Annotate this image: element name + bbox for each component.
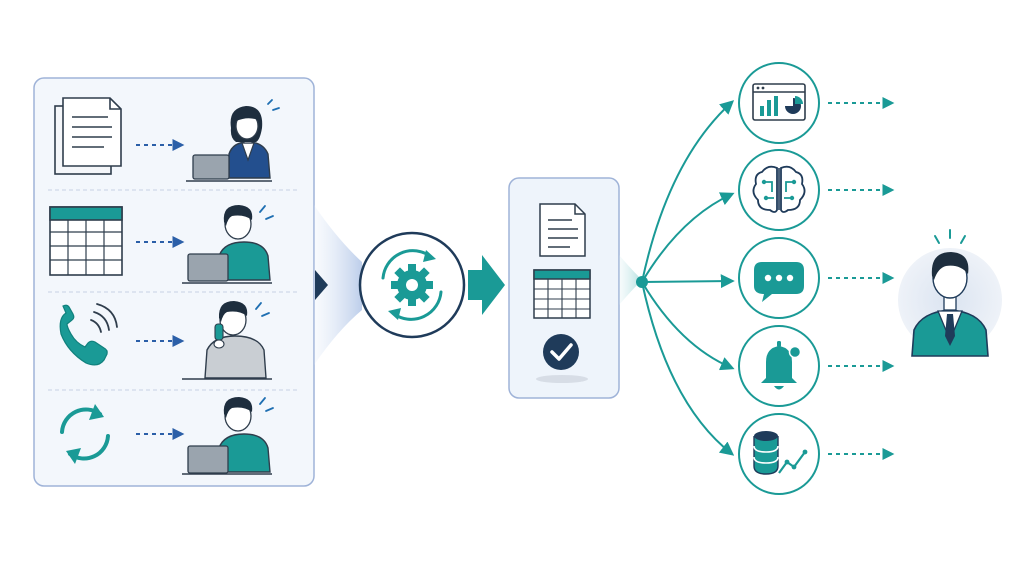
analytics-dashboard-icon <box>738 62 820 144</box>
business-manager-icon <box>898 229 1002 357</box>
brain-ai-icon <box>738 149 820 231</box>
database-trend-icon <box>738 413 820 495</box>
output-fan <box>619 255 642 305</box>
office-worker-man <box>182 397 274 475</box>
funnel-arrow <box>315 270 328 300</box>
check-icon <box>536 334 588 383</box>
spreadsheet-icon <box>533 269 591 319</box>
notification-bell-icon <box>738 325 820 407</box>
office-worker-man <box>182 205 274 284</box>
worker-on-phone <box>182 301 272 380</box>
process-output-arrow <box>468 255 505 315</box>
documents-icon <box>54 97 122 175</box>
distribution-arrows <box>641 100 735 456</box>
phone-call-icon <box>59 303 118 366</box>
sync-icon <box>60 404 110 464</box>
automation-gear-icon <box>358 231 466 339</box>
spreadsheet-icon <box>49 206 123 276</box>
document-icon <box>539 203 586 257</box>
office-worker-woman <box>186 99 280 182</box>
chat-message-icon <box>738 237 820 319</box>
input-funnel <box>314 205 362 365</box>
